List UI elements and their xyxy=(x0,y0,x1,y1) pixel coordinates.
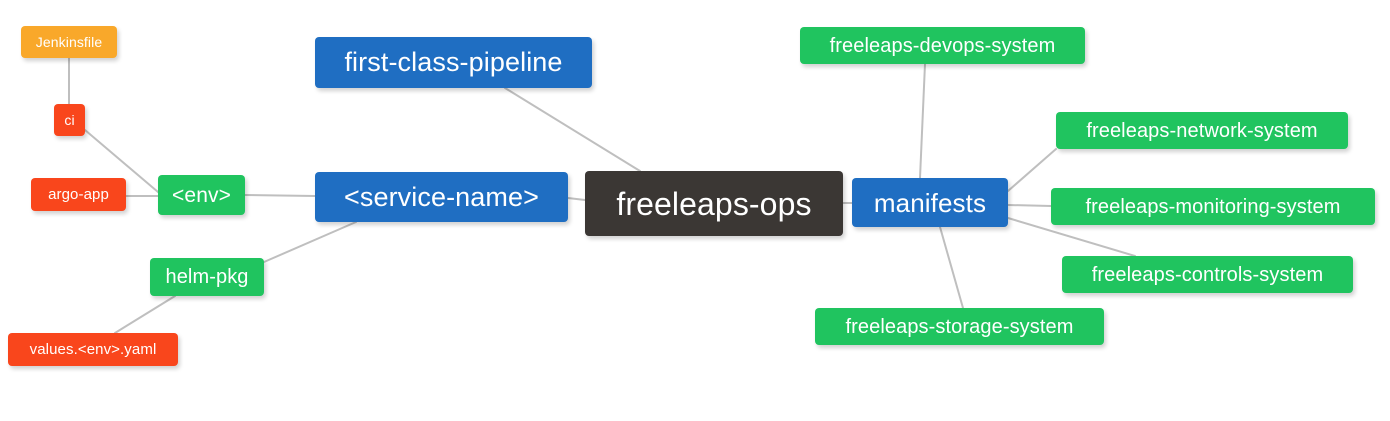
node-label: values.<env>.yaml xyxy=(29,341,157,358)
node-label: freeleaps-devops-system xyxy=(829,34,1056,57)
edge-manifests-to-network xyxy=(1007,148,1057,192)
node-network[interactable]: freeleaps-network-system xyxy=(1056,112,1348,149)
node-label: ci xyxy=(64,112,75,128)
node-argo-app[interactable]: argo-app xyxy=(31,178,126,211)
edge-manifests-to-monitoring xyxy=(1007,204,1052,207)
node-label: manifests xyxy=(873,187,987,218)
edge-pipeline-to-freeleaps-ops xyxy=(504,87,641,172)
node-label: argo-app xyxy=(48,186,109,203)
node-label: <service-name> xyxy=(344,181,539,212)
edge-env-to-service-name xyxy=(244,194,316,197)
edge-manifests-to-controls xyxy=(1007,217,1136,257)
edge-manifests-to-devops xyxy=(919,63,926,179)
node-devops[interactable]: freeleaps-devops-system xyxy=(800,27,1085,64)
node-pipeline[interactable]: first-class-pipeline xyxy=(315,37,592,88)
node-label: freeleaps-storage-system xyxy=(845,315,1074,338)
edge-helm-pkg-to-service-name xyxy=(263,221,357,263)
node-service-name[interactable]: <service-name> xyxy=(315,172,568,222)
node-helm-pkg[interactable]: helm-pkg xyxy=(150,258,264,296)
node-monitoring[interactable]: freeleaps-monitoring-system xyxy=(1051,188,1375,225)
node-values-yaml[interactable]: values.<env>.yaml xyxy=(8,333,178,366)
node-manifests[interactable]: manifests xyxy=(852,178,1008,227)
node-label: Jenkinsfile xyxy=(35,34,103,50)
edge-ci-to-env xyxy=(84,129,159,193)
node-label: helm-pkg xyxy=(165,266,249,288)
node-label: first-class-pipeline xyxy=(344,47,563,77)
node-label: freeleaps-ops xyxy=(616,185,812,222)
node-label: freeleaps-controls-system xyxy=(1091,263,1324,286)
node-controls[interactable]: freeleaps-controls-system xyxy=(1062,256,1353,293)
node-label: <env> xyxy=(172,183,231,207)
edge-service-name-to-freeleaps-ops xyxy=(567,197,586,201)
node-jenkinsfile[interactable]: Jenkinsfile xyxy=(21,26,117,58)
edge-values-yaml-to-helm-pkg xyxy=(114,295,176,334)
node-ci[interactable]: ci xyxy=(54,104,85,136)
edge-manifests-to-storage xyxy=(939,226,964,309)
node-storage[interactable]: freeleaps-storage-system xyxy=(815,308,1104,345)
node-label: freeleaps-monitoring-system xyxy=(1085,195,1341,218)
node-env[interactable]: <env> xyxy=(158,175,245,215)
node-label: freeleaps-network-system xyxy=(1086,119,1318,142)
node-freeleaps-ops[interactable]: freeleaps-ops xyxy=(585,171,843,236)
